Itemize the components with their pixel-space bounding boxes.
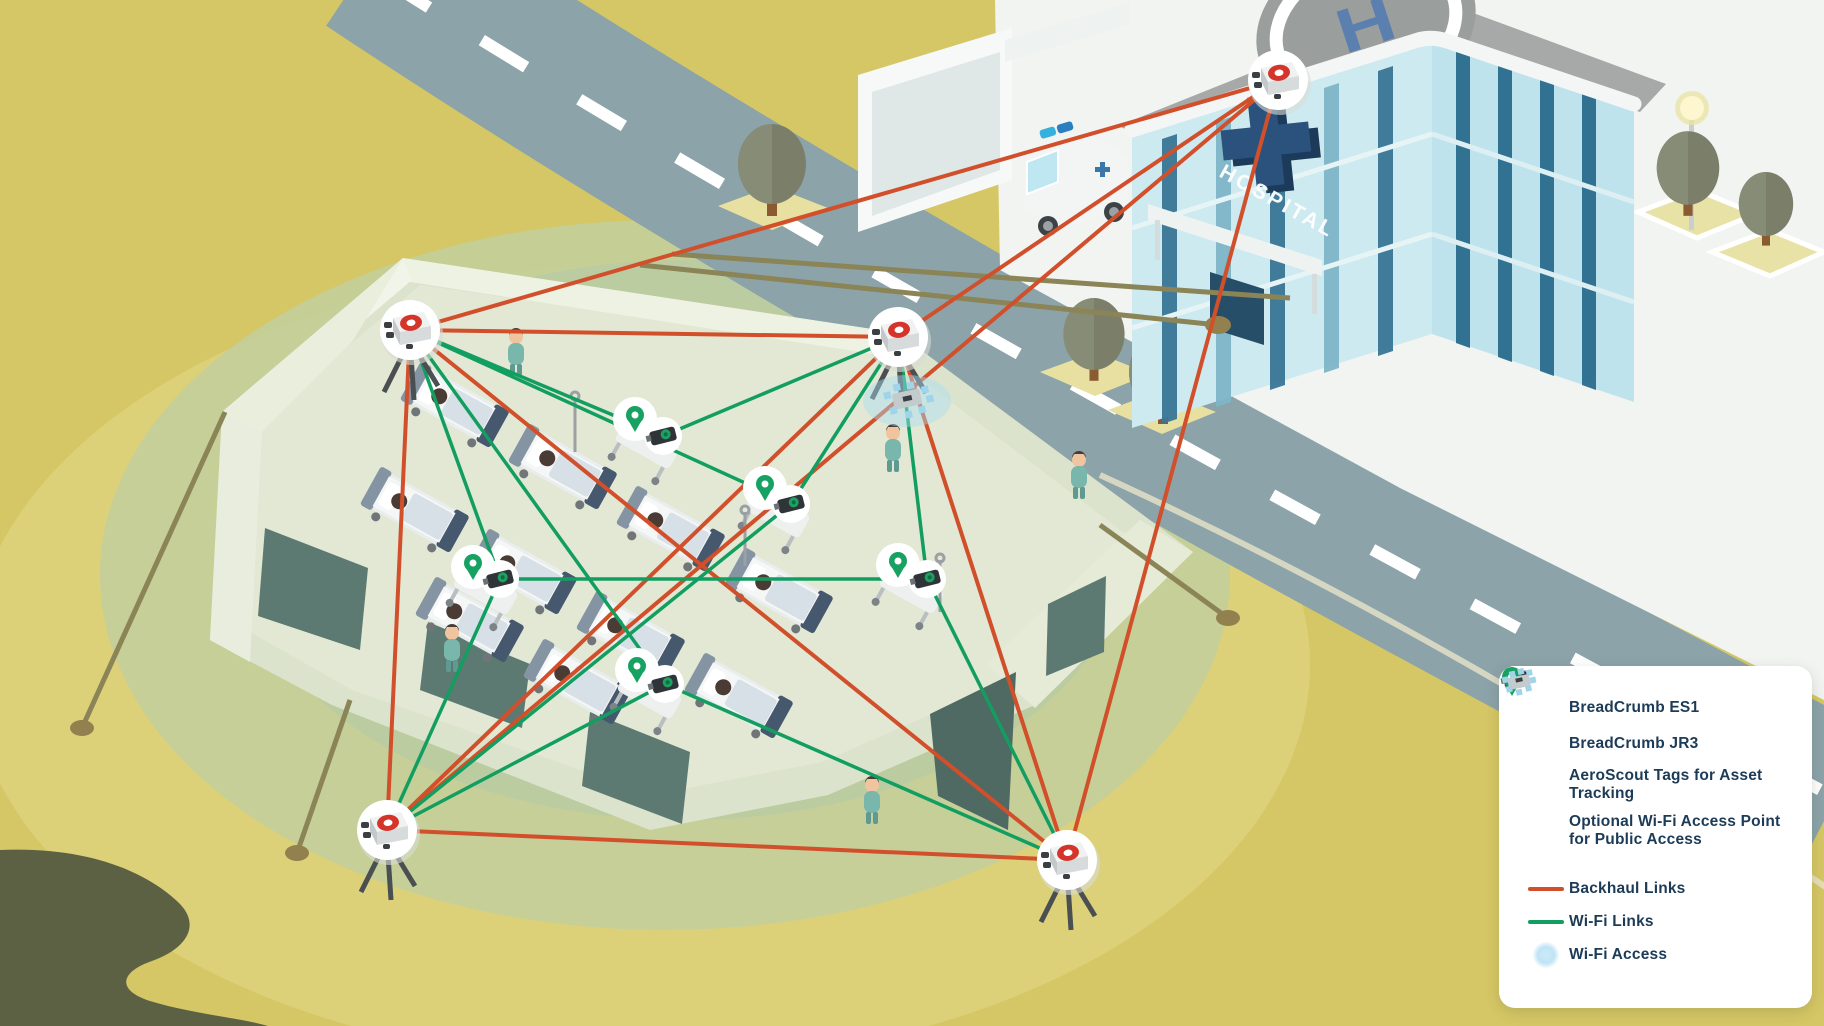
es1-tent-nw [380,300,443,401]
tent-window [258,528,368,650]
legend-item-jr3: BreadCrumb JR3 [1500,671,1794,762]
hospital-building: H HOSPITAL [1118,0,1666,428]
legend-label: Wi-Fi Access [1569,945,1668,963]
wifi-link [789,336,900,505]
wifi-link [408,328,667,686]
wifi-link [385,502,793,832]
tent-window [1046,576,1106,676]
tent-guy-ropes [79,251,1291,854]
wifi-link [408,329,502,580]
backhaul-link [408,328,1069,862]
es1-tent-n [868,307,931,408]
legend-label: Backhaul Links [1569,879,1686,897]
tent-window [582,712,690,824]
wifi-link [386,682,666,832]
legend-label: BreadCrumb ES1 [1569,699,1700,716]
jr3-1 [644,417,682,455]
network-links [385,78,1280,862]
hospital-cross [1220,94,1321,194]
wifi-link [385,578,502,831]
legend-item-ap: Optional Wi-Fi Access Point for Public A… [1501,667,1794,854]
backhaul-link [386,828,1068,862]
wifi-line-swatch [1528,919,1564,924]
legend-item-wifi-access: Wi-Fi Access [1523,938,1794,971]
backhaul-line-swatch [1528,886,1564,891]
ambulance [1025,121,1128,236]
hospital-roof-rim [1124,30,1642,138]
backhaul-link [409,78,1279,332]
wifi-access-glow-icon [1533,941,1559,968]
ap-public [863,375,951,427]
hospital-roof [1118,14,1666,138]
jr3-4 [481,560,519,598]
legend-label: BreadCrumb JR3 [1569,735,1699,752]
backhaul-link [896,336,1069,861]
network-nodes [357,50,1311,931]
jr3-2 [772,485,810,523]
backhaul-link [385,329,412,831]
backhaul-link [1065,79,1280,861]
legend-item-aeroscout: AeroScout Tags for Asset Tracking [1502,667,1794,808]
legend-item-es1: BreadCrumb ES1 [1500,669,1794,726]
ambulance-cross [1095,162,1110,177]
jr3-5 [646,665,684,703]
backhaul-link [896,78,1280,339]
legend-label: Wi-Fi Links [1569,912,1654,930]
legend-item-wifi-links: Wi-Fi Links [1523,905,1794,938]
wifi-link [925,578,1069,861]
terrain-blob [0,849,268,1026]
street-lamp-globe [1680,96,1704,120]
ambulance-garage [858,2,1130,232]
wifi-link [664,682,1068,862]
backhaul-link [409,328,899,339]
es1-se [1037,830,1100,931]
backhaul-link [385,335,900,832]
legend-item-backhaul: Backhaul Links [1523,872,1794,905]
legend-label: Optional Wi-Fi Access Point for Public A… [1569,813,1781,848]
plaza-landscaping-right [1631,91,1824,279]
legend-label: AeroScout Tags for Asset Tracking [1569,767,1763,802]
jr3-3 [908,560,946,598]
road-centerline [405,0,1824,799]
backhaul-link [385,78,1280,832]
legend-panel: BreadCrumb ES1 BreadCrumb JR3 AeroScout … [1499,666,1812,1008]
es1-hospital [1248,50,1311,115]
wifi-link [662,335,899,438]
wifi-link [409,328,792,506]
es1-sw [357,800,420,901]
